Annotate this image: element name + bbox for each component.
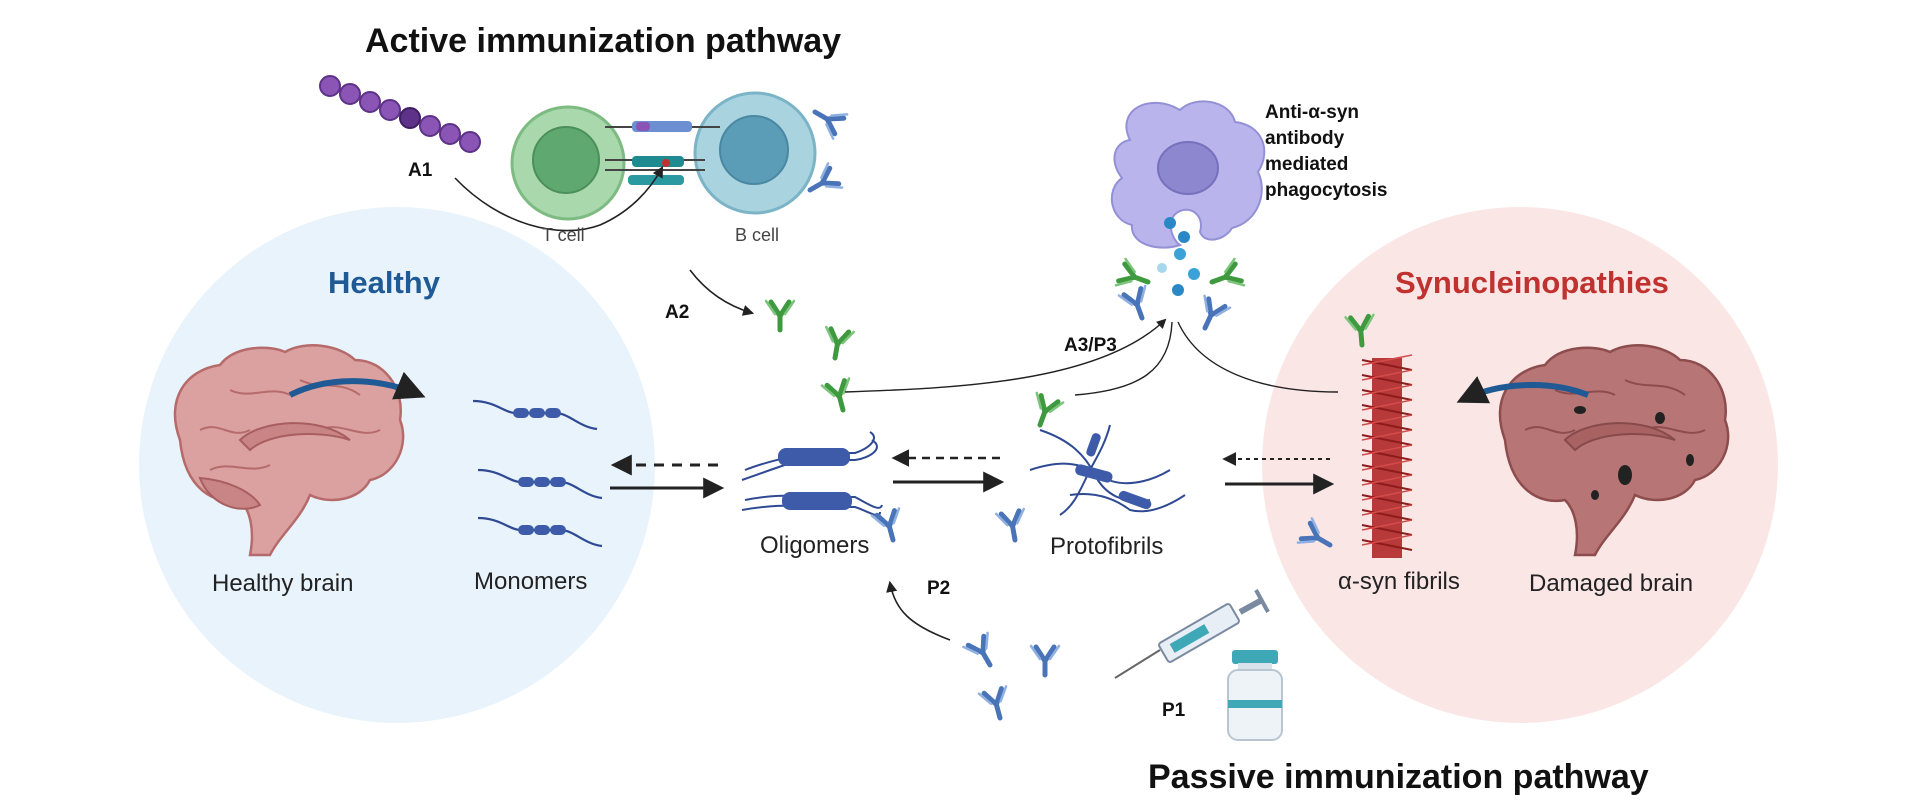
antibody-icon [821, 327, 854, 360]
arrow-p2 [886, 580, 951, 641]
oligomer-icon [741, 431, 883, 517]
active-pathway-title: Active immunization pathway [365, 22, 842, 60]
antibody-icon [996, 509, 1029, 542]
phagocytosis-line-4: phagocytosis [1265, 180, 1388, 201]
macrophage-icon [1110, 100, 1266, 296]
antibody-icon [1207, 259, 1244, 295]
monomers-label: Monomers [474, 568, 588, 595]
phagocytosis-line-1: Anti-α-syn [1265, 102, 1360, 123]
arrow-damaged-brain [1456, 376, 1590, 404]
antibody-icon [1031, 646, 1059, 675]
damaged-brain-label: Damaged brain [1529, 570, 1694, 597]
step-p2-label: P2 [927, 578, 951, 599]
b-cell-icon [693, 91, 817, 215]
antibody-icon [766, 301, 794, 330]
antibody-icon [963, 633, 1002, 672]
disease-region-title: Synucleinopathies [1395, 265, 1669, 300]
damaged-brain-icon [1498, 344, 1730, 557]
passive-pathway-title: Passive immunization pathway [1148, 758, 1649, 796]
antibody-icon [979, 686, 1014, 721]
step-a1-label: A1 [408, 160, 433, 181]
arrow-a3p3 [844, 318, 1167, 393]
phagocytosis-label: Anti-α-syn antibody mediated phagocytosi… [1265, 100, 1387, 204]
antibody-icon [1027, 393, 1063, 430]
t-cell-icon [510, 105, 626, 221]
arrow-a3p3 [1177, 321, 1339, 393]
fibrils-label: α-syn fibrils [1338, 568, 1460, 595]
tcr-mhc-complex-icon [605, 121, 720, 185]
step-a2-label: A2 [665, 302, 690, 323]
protofibril-icon [1029, 424, 1186, 516]
step-a3p3-label: A3/P3 [1064, 335, 1117, 356]
antibody-icon [822, 378, 857, 413]
antibody-icon [1192, 296, 1230, 334]
b-cell-label: B cell [735, 225, 780, 245]
healthy-brain-label: Healthy brain [212, 570, 354, 597]
antibody-icon [808, 100, 847, 139]
syringe-icon [1114, 589, 1270, 679]
phagocytosis-line-2: antibody [1265, 128, 1345, 149]
healthy-region [139, 207, 655, 723]
oligomers-label: Oligomers [760, 532, 870, 559]
arrow-a3p3 [1074, 321, 1173, 396]
fibril-icon [1361, 354, 1413, 558]
t-cell-label: T cell [542, 225, 585, 245]
arrow-a1 [454, 166, 664, 232]
arrow-healthy-brain [288, 371, 426, 400]
antibody-icon [1116, 259, 1153, 295]
arrow-a2 [689, 269, 755, 316]
protofibrils-label: Protofibrils [1050, 533, 1164, 560]
peptide-chain-icon [319, 75, 481, 153]
antibody-icon [1119, 286, 1155, 323]
antibody-icon [872, 508, 907, 543]
vial-icon [1227, 650, 1283, 741]
step-p1-label: P1 [1162, 700, 1186, 721]
phagocytosis-line-3: mediated [1265, 154, 1349, 175]
healthy-region-title: Healthy [328, 265, 440, 300]
